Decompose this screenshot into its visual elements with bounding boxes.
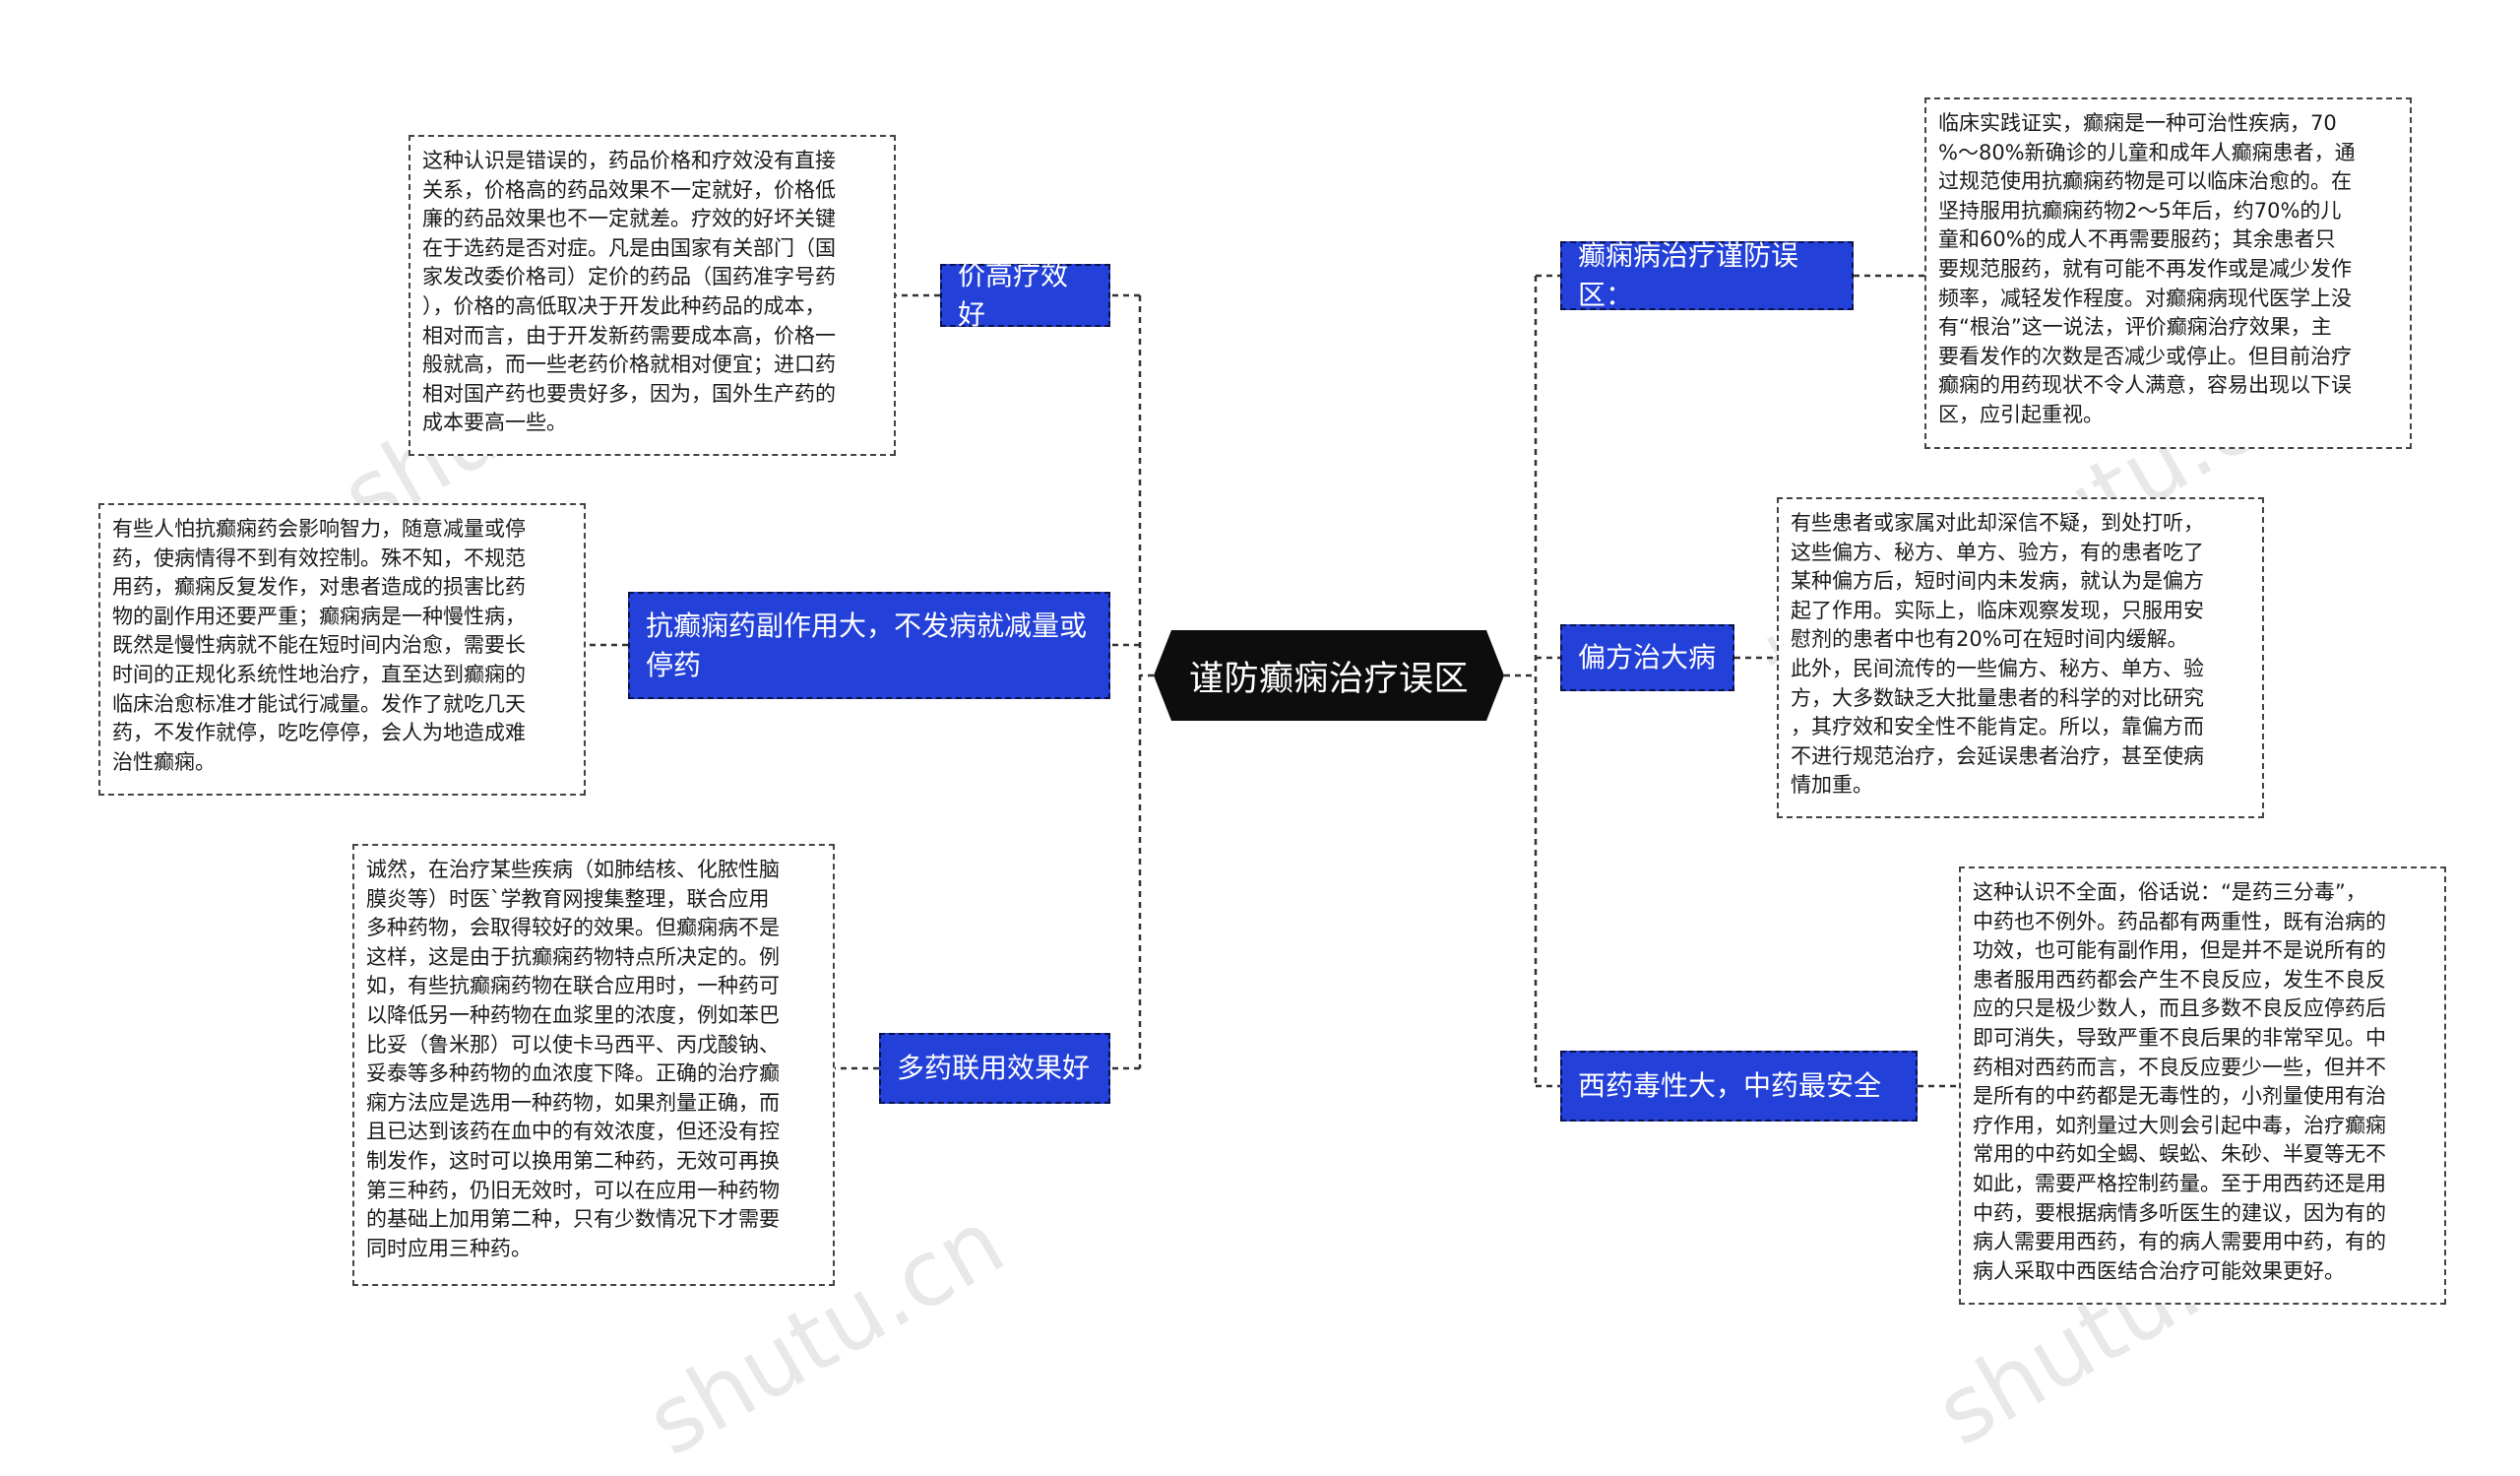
- branch-western-vs-chinese[interactable]: 西药毒性大，中药最安全: [1560, 1051, 1918, 1122]
- branch-price[interactable]: 价高疗效好: [940, 259, 1110, 331]
- left-trunk-line: [1138, 295, 1154, 1068]
- branch-combination[interactable]: 多药联用效果好: [879, 1033, 1110, 1104]
- branch-folk-remedy[interactable]: 偏方治大病: [1560, 624, 1734, 691]
- detail-intro: 临床实践证实，癫痫是一种可治性疾病，70 %～80%新确诊的儿童和成年人癫痫患者…: [1924, 97, 2412, 449]
- central-topic[interactable]: 谨防癫痫治疗误区: [1154, 630, 1504, 721]
- detail-combination: 诚然，在治疗某些疾病（如肺结核、化脓性脑 膜炎等）时医`学教育网搜集整理，联合应…: [352, 844, 835, 1286]
- detail-folk-remedy: 有些患者或家属对此却深信不疑，到处打听， 这些偏方、秘方、单方、验方，有的患者吃…: [1777, 497, 2264, 818]
- detail-western-vs-chinese: 这种认识不全面，俗话说：“是药三分毒”， 中药也不例外。药品都有两重性，既有治病…: [1959, 866, 2446, 1305]
- branch-intro[interactable]: 癫痫病治疗谨防误区：: [1560, 239, 1854, 311]
- right-trunk-line: [1504, 276, 1538, 1086]
- branch-side-effects[interactable]: 抗癫痫药副作用大，不发病就减量或停药: [628, 592, 1110, 699]
- detail-side-effects: 有些人怕抗癫痫药会影响智力，随意减量或停 药，使病情得不到有效控制。殊不知，不规…: [98, 503, 586, 796]
- detail-price: 这种认识是错误的，药品价格和疗效没有直接 关系，价格高的药品效果不一定就好，价格…: [409, 135, 896, 456]
- connector-lines: [586, 274, 1959, 1088]
